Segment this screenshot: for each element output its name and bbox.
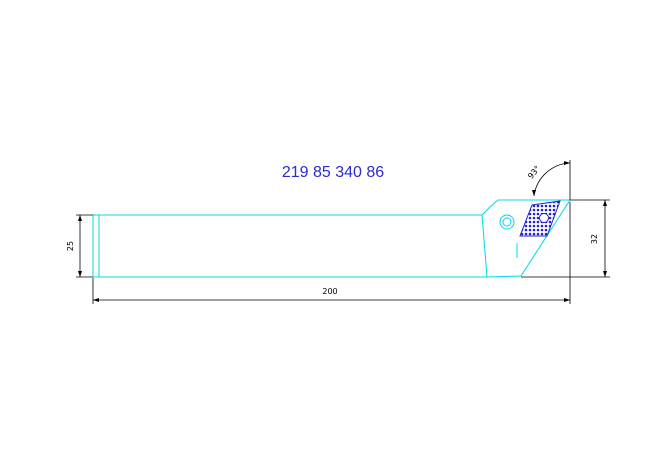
dimension-shank-height: 25 — [66, 214, 93, 278]
shank-body — [99, 214, 488, 278]
shank-end-cap — [92, 214, 100, 278]
dim-length-label: 200 — [322, 287, 337, 296]
tool-holder-outline — [92, 199, 571, 278]
clamp-screw-inner — [502, 217, 512, 227]
cutting-insert — [519, 200, 561, 237]
part-number: 219 85 340 86 — [282, 164, 384, 181]
dim-shank-height-label: 25 — [66, 241, 75, 251]
dimension-head-height: 32 — [521, 199, 610, 278]
clamp-screw-outer — [499, 214, 515, 230]
dimension-length: 200 — [92, 202, 571, 304]
dim-angle-label: 93° — [526, 164, 542, 181]
dim-head-height-label: 32 — [590, 234, 599, 244]
dimension-angle: 93° — [526, 160, 571, 200]
insert-hole — [539, 213, 549, 223]
holder-head — [481, 199, 571, 278]
